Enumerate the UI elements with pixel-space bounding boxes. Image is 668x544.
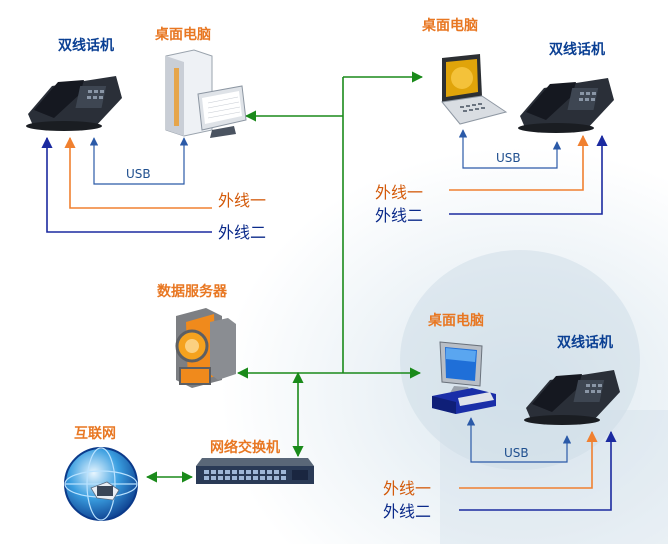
- phone-tl-icon: [26, 76, 122, 131]
- background-figure-body: [440, 410, 668, 544]
- outside-line-2-tl: [41, 136, 212, 233]
- line1-label-br: 外线一: [383, 479, 431, 498]
- outside-line-1-tl: [64, 136, 212, 209]
- phone-tr-label: 双线话机: [549, 41, 605, 58]
- network-lines: [145, 71, 424, 483]
- switch-icon: [196, 458, 314, 484]
- line2-label-tl: 外线二: [218, 223, 266, 242]
- laptop-tr-icon: [441, 54, 508, 125]
- phone-tl-label: 双线话机: [58, 37, 114, 54]
- server-icon: [175, 308, 236, 388]
- outside-line-1-br: [459, 430, 598, 489]
- line2-label-tr: 外线二: [375, 206, 423, 225]
- line1-label-tl: 外线一: [218, 191, 266, 210]
- usb-label-tl: USB: [126, 167, 151, 181]
- usb-link-tl: [89, 137, 189, 185]
- usb-link-tr: [458, 129, 562, 169]
- usb-label-br: USB: [504, 446, 529, 460]
- desktop-tl-label: 桌面电脑: [155, 26, 211, 43]
- phone-mr-label: 双线话机: [557, 334, 613, 351]
- desktop-mr-label: 桌面电脑: [428, 312, 484, 329]
- laptop-tr-label: 桌面电脑: [422, 17, 478, 34]
- outside-line-2-tr: [449, 134, 608, 215]
- line1-label-tr: 外线一: [375, 183, 423, 202]
- server-label: 数据服务器: [157, 283, 228, 300]
- desktop-tl-icon: [165, 49, 247, 138]
- outside-line-2-br: [459, 430, 617, 511]
- desktop-mr-icon: [432, 341, 496, 414]
- usb-link-br: [466, 417, 572, 463]
- outside-line-1-tr: [449, 134, 589, 191]
- globe-icon: [64, 447, 138, 521]
- usb-label-tr: USB: [496, 151, 521, 165]
- internet-label: 互联网: [74, 426, 116, 442]
- switch-label: 网络交换机: [210, 439, 280, 456]
- line2-label-br: 外线二: [383, 502, 431, 521]
